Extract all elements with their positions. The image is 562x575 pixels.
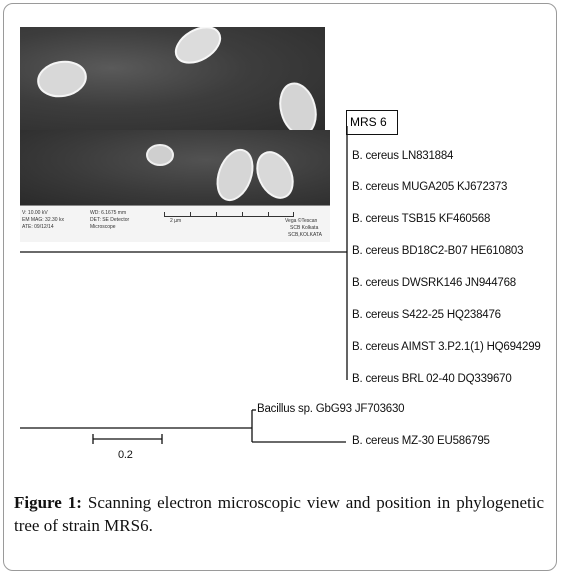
sem-scale-label: 2 µm (170, 218, 182, 224)
tree-leaf-label: B. cereus LN831884 (352, 150, 454, 162)
bacterial-cell (256, 151, 294, 199)
sem-info-bar: V: 10.00 kV EM MAG: 32.30 kx ATE: 09/12/… (20, 205, 330, 242)
sem-cells-top (37, 27, 317, 130)
sem-scale-bar (164, 210, 294, 217)
tree-leaf-label: B. cereus BD18C2-B07 HE610803 (352, 245, 524, 257)
sem-det: DET: SE Detector (90, 217, 130, 223)
sem-hv: V: 10.00 kV (22, 210, 48, 216)
tree-scale-label: 0.2 (118, 449, 133, 461)
bacterial-cell (174, 27, 222, 64)
figure-label: Figure 1: (14, 493, 82, 512)
tree-leaf-label: B. cereus BRL 02-40 DQ339670 (352, 373, 512, 385)
sem-instrument: Vega ©Tescan (285, 218, 318, 224)
figure-caption-text: Scanning electron microscopic view and p… (14, 493, 544, 535)
focal-strain-box: MRS 6 (346, 110, 398, 135)
tree-leaf-label: B. cereus MUGA205 KJ672373 (352, 181, 508, 193)
bacterial-cell (37, 60, 87, 98)
sem-lab-1: SCB Kolkata (290, 225, 319, 231)
sem-wd: WD: 6.1675 mm (90, 210, 127, 216)
figure-caption: Figure 1: Scanning electron microscopic … (14, 491, 544, 537)
sem-micrograph-top (20, 27, 325, 130)
sem-micrograph-bottom (20, 130, 330, 205)
bacterial-cell (216, 148, 254, 202)
sem-mag: EM MAG: 32.30 kx (22, 217, 64, 223)
sem-date: ATE: 09/12/14 (22, 224, 54, 230)
tree-leaf-label: B. cereus AIMST 3.P2.1(1) HQ694299 (352, 341, 541, 353)
outgroup-label: B. cereus MZ-30 EU586795 (352, 435, 490, 447)
tree-leaf-label: B. cereus TSB15 KF460568 (352, 213, 491, 225)
sem-mode: Microscope (90, 224, 116, 230)
tree-leaf-label: B. cereus DWSRK146 JN944768 (352, 277, 516, 289)
bacterial-cell (146, 144, 174, 166)
outgroup-label: Bacillus sp. GbG93 JF703630 (257, 403, 405, 415)
tree-leaf-label: B. cereus S422-25 HQ238476 (352, 309, 501, 321)
sem-lab-2: SCB,KOLKATA (288, 232, 322, 238)
bacterial-cell (279, 82, 317, 130)
sem-cells-bottom (146, 144, 294, 202)
